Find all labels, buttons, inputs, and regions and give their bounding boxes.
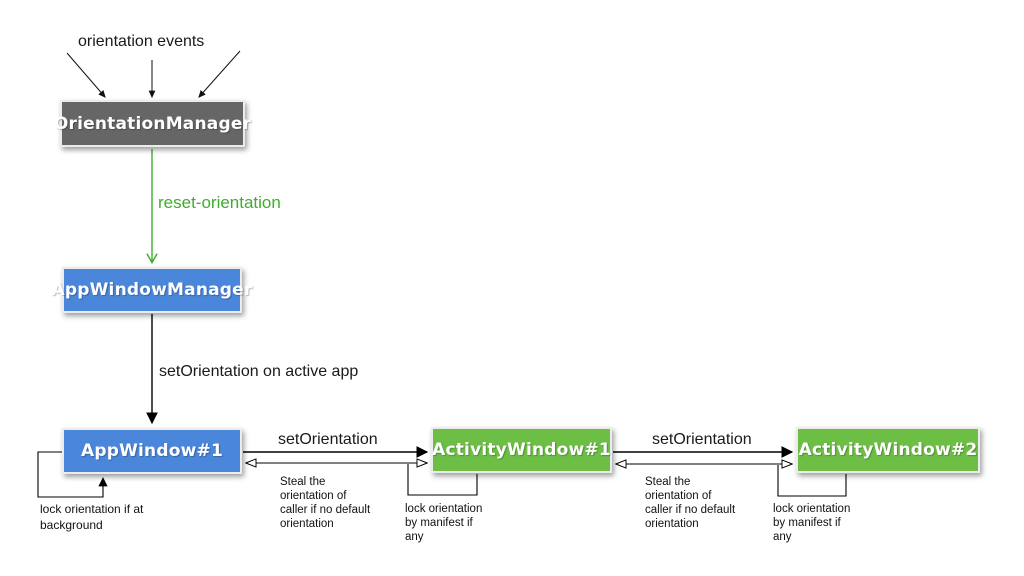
set-orientation-label-1: setOrientation <box>278 431 378 448</box>
set-orientation-active-label: setOrientation on active app <box>159 363 359 380</box>
orientation-events-label: orientation events <box>78 33 205 50</box>
node-activity-window-1: ActivityWindow#1 <box>431 427 612 473</box>
set-orientation-label-2: setOrientation <box>652 431 752 448</box>
lock-background-note: lock orientation if at background <box>40 502 144 532</box>
lock-background-loop <box>37 451 108 498</box>
lock-manifest-loop-1 <box>407 464 478 496</box>
reset-orientation-label: reset-orientation <box>158 193 281 212</box>
node-app-window-1: AppWindow#1 <box>62 428 242 474</box>
node-activity-window-2: ActivityWindow#2 <box>796 427 980 473</box>
lock-manifest-note-1: lock orientation by manifest if any <box>405 503 483 543</box>
steal-orientation-note-1: Steal the orientation of caller if no de… <box>280 476 371 530</box>
lock-manifest-note-2: lock orientation by manifest if any <box>773 503 851 543</box>
node-orientation-manager: OrientationManager <box>54 100 251 147</box>
orientation-events-arrows <box>66 50 241 99</box>
node-app-window-manager: AppWindowManager <box>52 267 252 313</box>
lock-manifest-loop-2 <box>777 465 847 497</box>
steal-orientation-note-2: Steal the orientation of caller if no de… <box>645 476 736 530</box>
